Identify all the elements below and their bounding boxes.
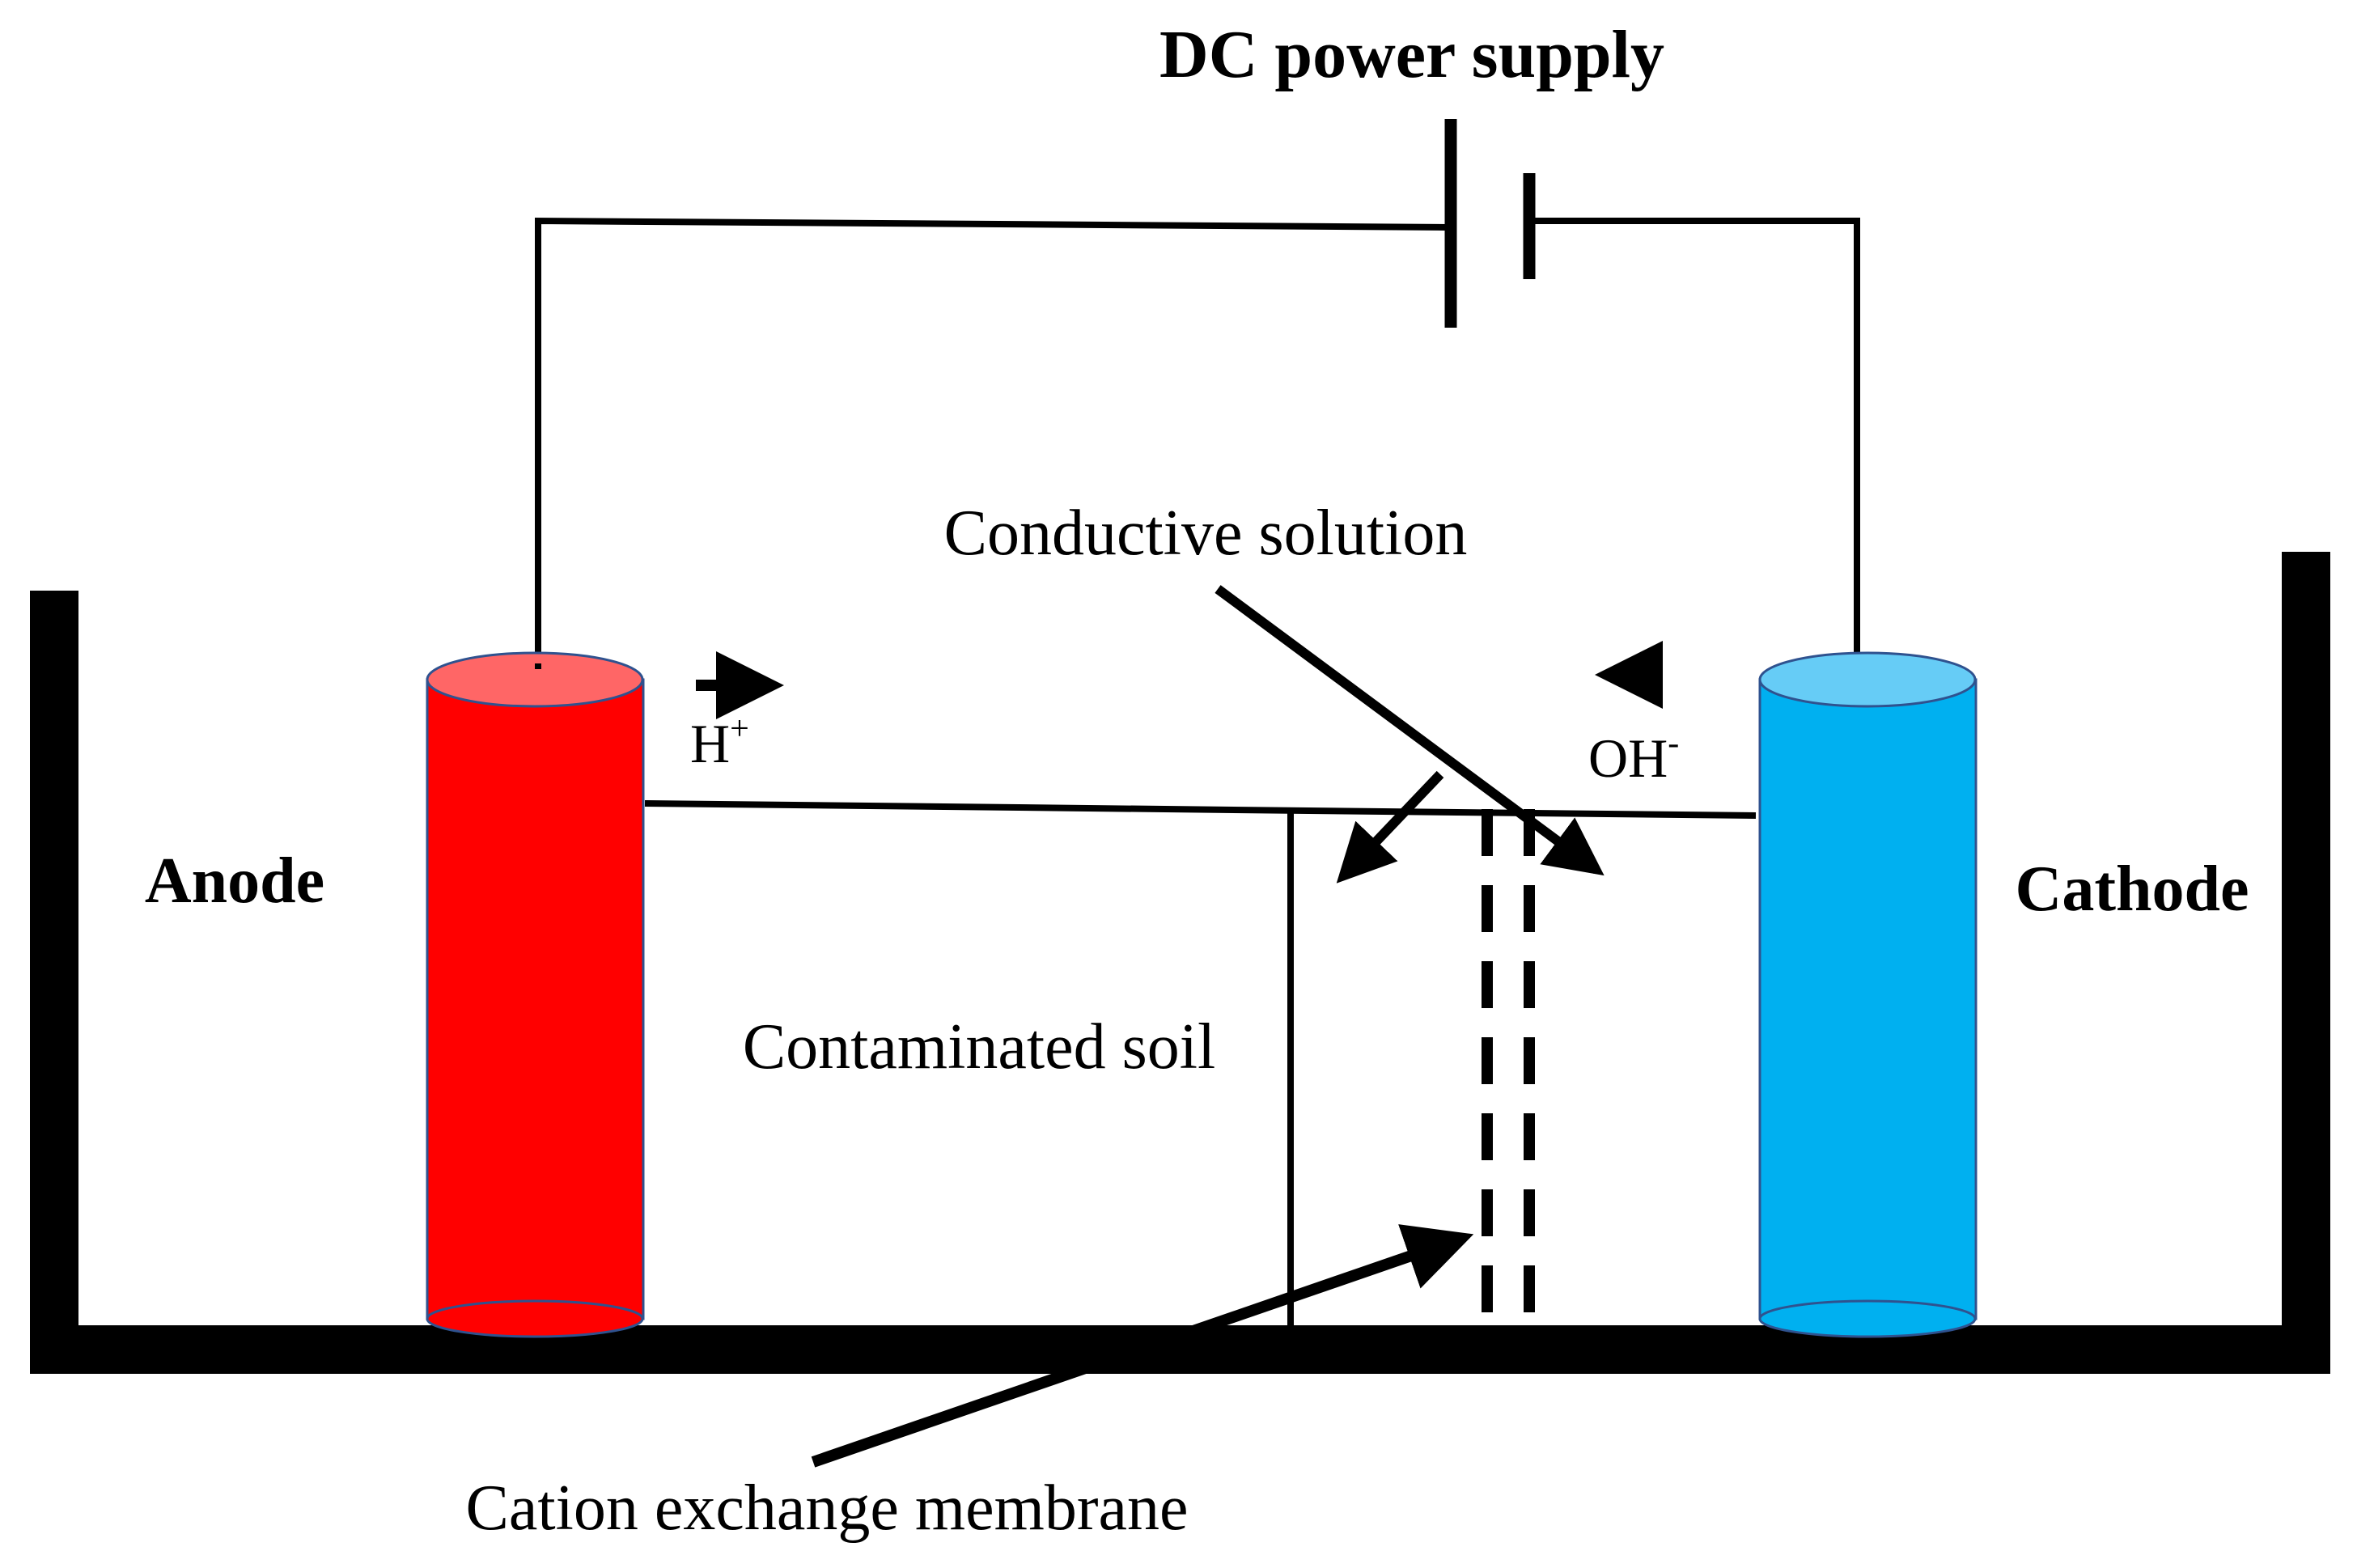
conductive-solution-label: Conductive solution [944, 498, 1468, 569]
conductive-solution-pointer [1215, 585, 1605, 884]
tank [30, 552, 2330, 1374]
h-plus-charge: + [730, 710, 749, 748]
cathode-label: Cathode [2016, 854, 2249, 925]
anode-label: Anode [145, 845, 324, 917]
contaminated-soil-label: Contaminated soil [743, 1011, 1215, 1083]
h-plus-label: H+ [690, 710, 749, 774]
oh-minus-charge: - [1668, 725, 1679, 762]
h-plus-base: H [690, 713, 730, 774]
circuit-wire [535, 217, 1860, 663]
solution-surface-line [644, 800, 1757, 819]
anode-electrode [426, 651, 645, 1338]
cathode-electrode [1758, 651, 1978, 1338]
oh-minus-base: OH [1588, 727, 1668, 789]
battery-symbol [1444, 119, 1536, 328]
cation-exchange-membrane-label: Cation exchange membrane [466, 1473, 1189, 1544]
cation-exchange-membrane [1482, 809, 1535, 1325]
dc-power-supply-title: DC power supply [1159, 17, 1664, 92]
oh-minus-label: OH- [1588, 725, 1679, 789]
membrane-pointer-arrow [811, 1224, 1474, 1468]
